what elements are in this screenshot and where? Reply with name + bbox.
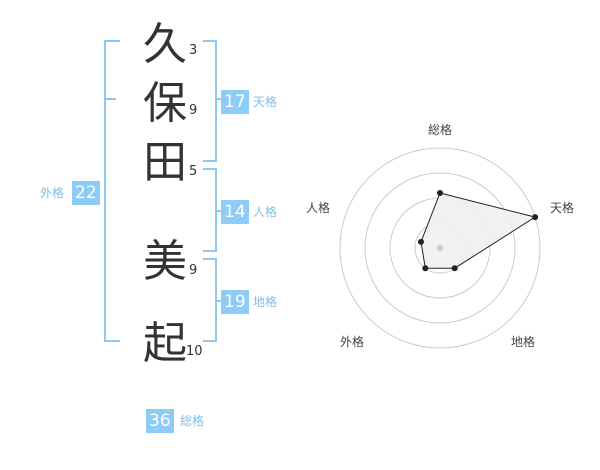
jinkaku-badge: 14 [221,200,249,224]
name-char-2: 保 [143,78,187,129]
tenkaku-label: 天格 [253,95,278,109]
radar-point-3 [451,265,458,272]
name-char-5: 起 [143,318,187,369]
chikaku-badge: 19 [221,290,249,314]
radar-axis-label-4: 外格 [340,335,365,349]
gaikaku-bracket-tick [104,98,116,100]
name-char-4: 美 [143,236,187,287]
radar-point-4 [422,265,429,272]
soukaku-label: 総格 [180,414,205,428]
radar-ring-4 [339,147,541,349]
radar-axis-label-5: 人格 [306,201,331,215]
radar-polygon [420,192,537,269]
radar-axis-label-2: 天格 [550,201,575,215]
radar-point-1 [437,190,443,196]
radar-ring-3 [364,172,516,324]
jinkaku-bracket-tick [215,210,221,212]
stroke-count-2: 9 [189,103,198,118]
chikaku-bracket-tick [215,300,221,302]
gaikaku-badge: 22 [72,181,100,205]
jinkaku-label: 人格 [253,205,278,219]
tenkaku-bracket-tick [215,98,221,100]
stroke-count-3: 5 [189,164,198,179]
stroke-count-5: 10 [186,344,203,359]
radar-point-5 [417,238,424,245]
gaikaku-bracket [104,40,120,342]
radar-axis-label-1: 総格 [428,123,453,137]
name-char-1: 久 [143,19,187,70]
radar-point-2 [532,214,539,221]
tenkaku-bracket [203,40,217,162]
tenkaku-badge: 17 [221,90,249,114]
name-char-3: 田 [143,137,187,188]
soukaku-badge: 36 [146,409,174,433]
stroke-count-1: 3 [189,43,198,58]
stroke-count-4: 9 [189,263,198,278]
chikaku-label: 地格 [253,295,278,309]
radar-axis-label-3: 地格 [511,335,536,349]
gaikaku-label: 外格 [40,186,65,200]
radar-center [437,245,443,251]
